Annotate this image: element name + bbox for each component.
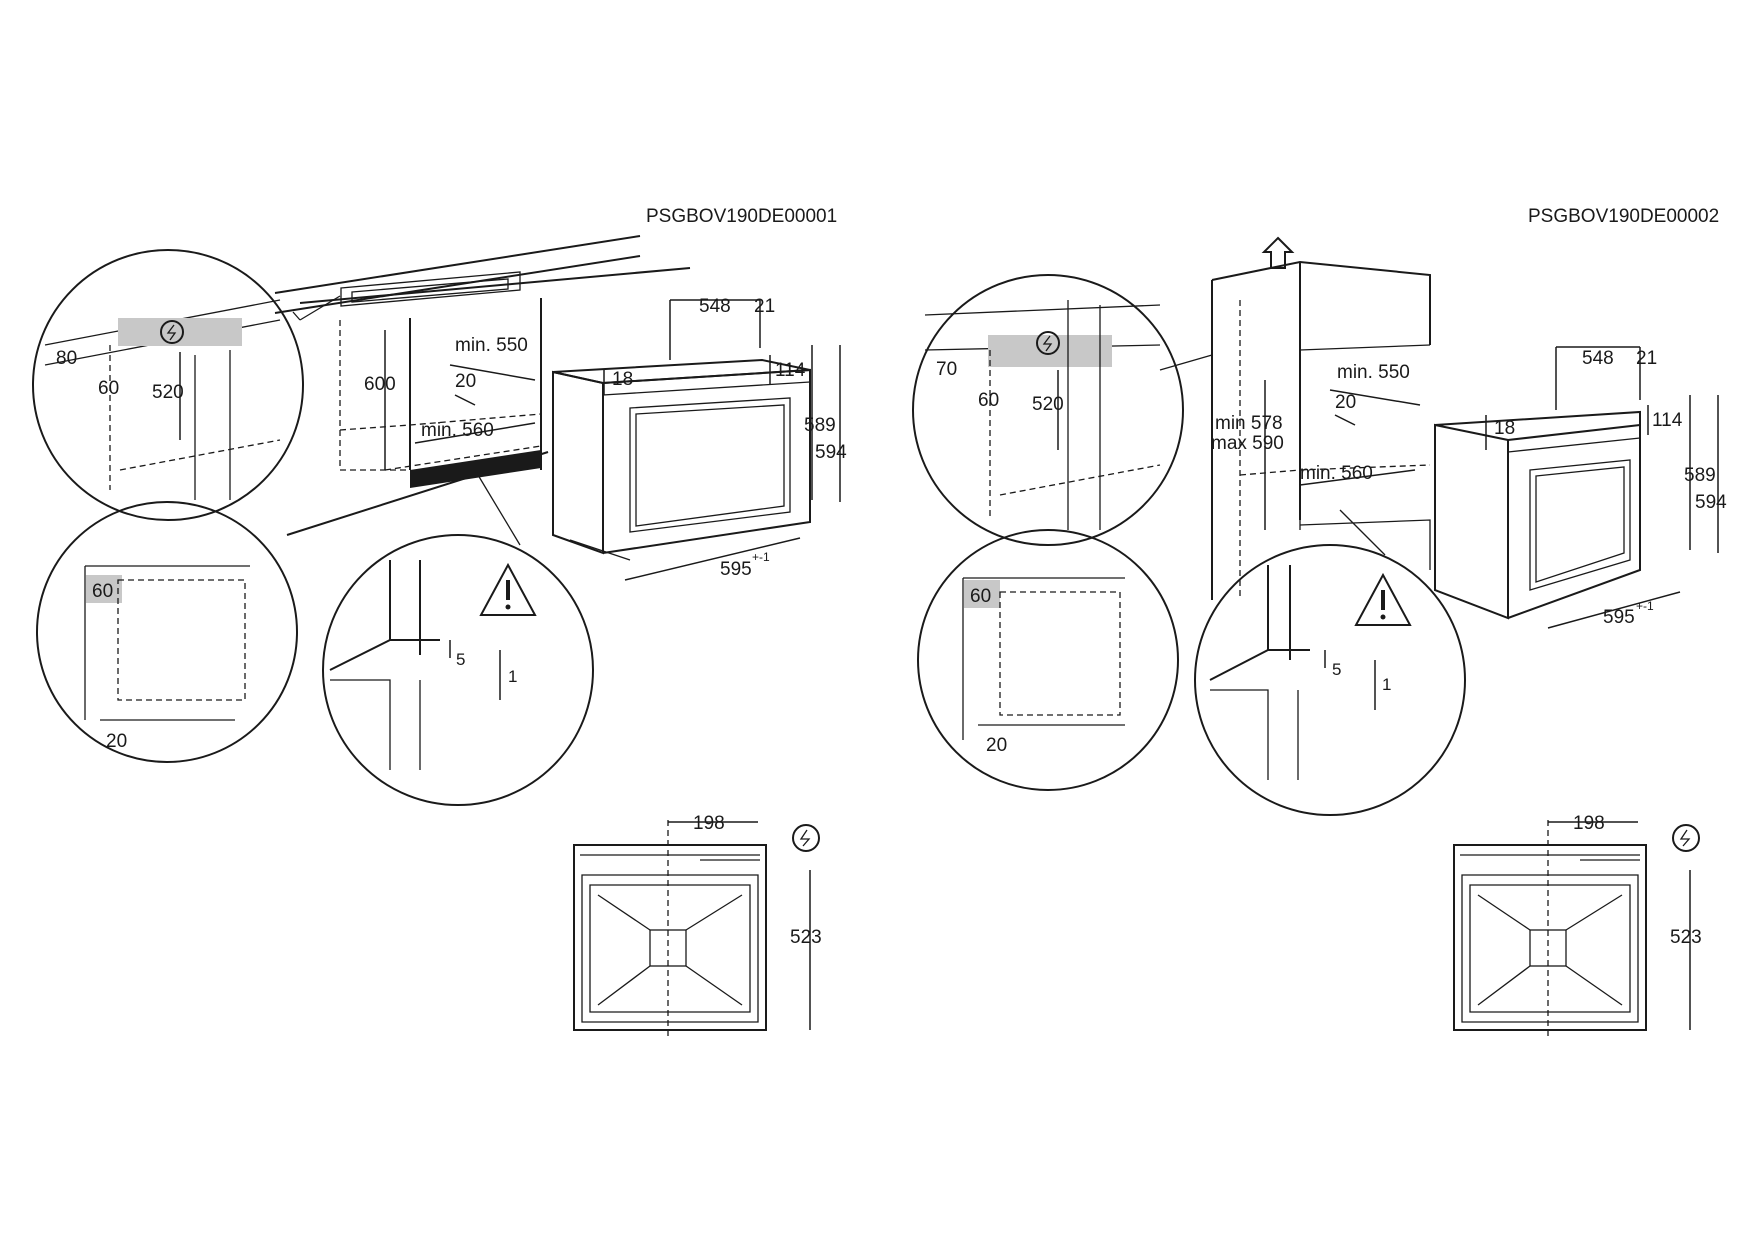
electrical-connection-icon bbox=[1036, 331, 1060, 355]
dim-520: 520 bbox=[152, 382, 184, 403]
power-zone-highlight bbox=[118, 318, 242, 346]
dim-520: 520 bbox=[1032, 394, 1064, 415]
dim-548: 548 bbox=[699, 296, 731, 317]
warning-triangle-icon bbox=[1354, 572, 1412, 626]
power-zone-highlight bbox=[988, 335, 1112, 367]
detail-circle-side-gap: 60 20 bbox=[36, 501, 298, 763]
detail-circle-power: 80 60 520 bbox=[32, 249, 341, 521]
diagram-left: PSGBOV190DE00001 600 min. 550 20 bbox=[32, 206, 847, 1040]
oven-top-view: 198 523 bbox=[1453, 813, 1702, 1040]
cabinet-niche bbox=[339, 298, 542, 488]
dim-min-560: min. 560 bbox=[1300, 463, 1373, 484]
dim-60: 60 bbox=[98, 378, 119, 399]
dim-114: 114 bbox=[1652, 410, 1683, 431]
oven-dimensions: 548 21 18 114 589 594 595 +-1 bbox=[1485, 346, 1727, 629]
dim-595-tolerance: +-1 bbox=[1636, 599, 1654, 613]
detail-dim-60: 60 bbox=[970, 586, 991, 607]
ventilation-up-arrow-icon bbox=[1261, 236, 1295, 269]
detail-dim-1: 1 bbox=[1382, 675, 1391, 694]
dim-595-tolerance: +-1 bbox=[752, 550, 770, 564]
oven-3d bbox=[552, 358, 811, 561]
dim-20: 20 bbox=[1335, 392, 1356, 413]
gap-highlight bbox=[86, 575, 122, 603]
oven-3d bbox=[1434, 410, 1641, 620]
dim-595: 595 bbox=[720, 559, 752, 580]
electrical-connection-icon bbox=[1672, 824, 1700, 852]
drawing-code: PSGBOV190DE00002 bbox=[1528, 206, 1719, 227]
oven-top-view: 198 523 bbox=[573, 813, 822, 1040]
dim-114: 114 bbox=[775, 360, 806, 381]
warning-triangle-icon bbox=[479, 562, 537, 616]
dim-min-550: min. 550 bbox=[455, 335, 528, 356]
dim-595: 595 bbox=[1603, 607, 1635, 628]
dim-594: 594 bbox=[815, 442, 847, 463]
dim-min-578: min 578 bbox=[1215, 413, 1283, 434]
electrical-connection-icon bbox=[160, 320, 184, 344]
dim-523: 523 bbox=[1670, 927, 1702, 948]
dim-198: 198 bbox=[1573, 813, 1605, 834]
detail-circle-floor-gap: 5 1 bbox=[322, 469, 594, 806]
detail-dim-5: 5 bbox=[1332, 660, 1341, 679]
detail-circle-floor-gap: 5 1 bbox=[1194, 509, 1466, 816]
detail-dim-5: 5 bbox=[456, 650, 465, 669]
niche-dimensions: 600 min. 550 20 min. 560 bbox=[364, 330, 536, 470]
drawing-code: PSGBOV190DE00001 bbox=[646, 206, 837, 227]
dim-min-560: min. 560 bbox=[421, 420, 494, 441]
electrical-connection-icon bbox=[792, 824, 820, 852]
dim-60: 60 bbox=[978, 390, 999, 411]
dim-max-590: max 590 bbox=[1211, 433, 1284, 454]
dim-21: 21 bbox=[754, 296, 775, 317]
dim-523: 523 bbox=[790, 927, 822, 948]
dim-594: 594 bbox=[1695, 492, 1727, 513]
dim-198: 198 bbox=[693, 813, 725, 834]
detail-dim-20: 20 bbox=[986, 735, 1007, 756]
detail-circle-power: 70 60 520 bbox=[912, 274, 1213, 546]
dim-20: 20 bbox=[455, 371, 476, 392]
detail-dim-60: 60 bbox=[92, 581, 113, 602]
dim-18: 18 bbox=[1494, 418, 1515, 439]
dim-21: 21 bbox=[1636, 348, 1657, 369]
detail-dim-1: 1 bbox=[508, 667, 517, 686]
dim-80: 80 bbox=[56, 348, 77, 369]
gap-highlight bbox=[964, 580, 1000, 608]
oven-dimensions: 548 21 18 114 589 594 595 +-1 bbox=[603, 296, 847, 581]
niche-dimensions: min 578 max 590 min. 550 20 min. 560 bbox=[1211, 362, 1421, 530]
dim-18: 18 bbox=[612, 369, 633, 390]
detail-circle-side-gap: 60 20 bbox=[917, 529, 1179, 791]
dim-548: 548 bbox=[1582, 348, 1614, 369]
diagram-right: PSGBOV190DE00002 min 578 max 590 min. 55… bbox=[912, 206, 1727, 1040]
dim-70: 70 bbox=[936, 359, 957, 380]
dim-600: 600 bbox=[364, 374, 396, 395]
detail-dim-20: 20 bbox=[106, 731, 127, 752]
dim-589: 589 bbox=[1684, 465, 1716, 486]
dim-min-550: min. 550 bbox=[1337, 362, 1410, 383]
tall-cabinet bbox=[1211, 236, 1431, 600]
dim-589: 589 bbox=[804, 415, 836, 436]
worktop bbox=[274, 235, 691, 536]
